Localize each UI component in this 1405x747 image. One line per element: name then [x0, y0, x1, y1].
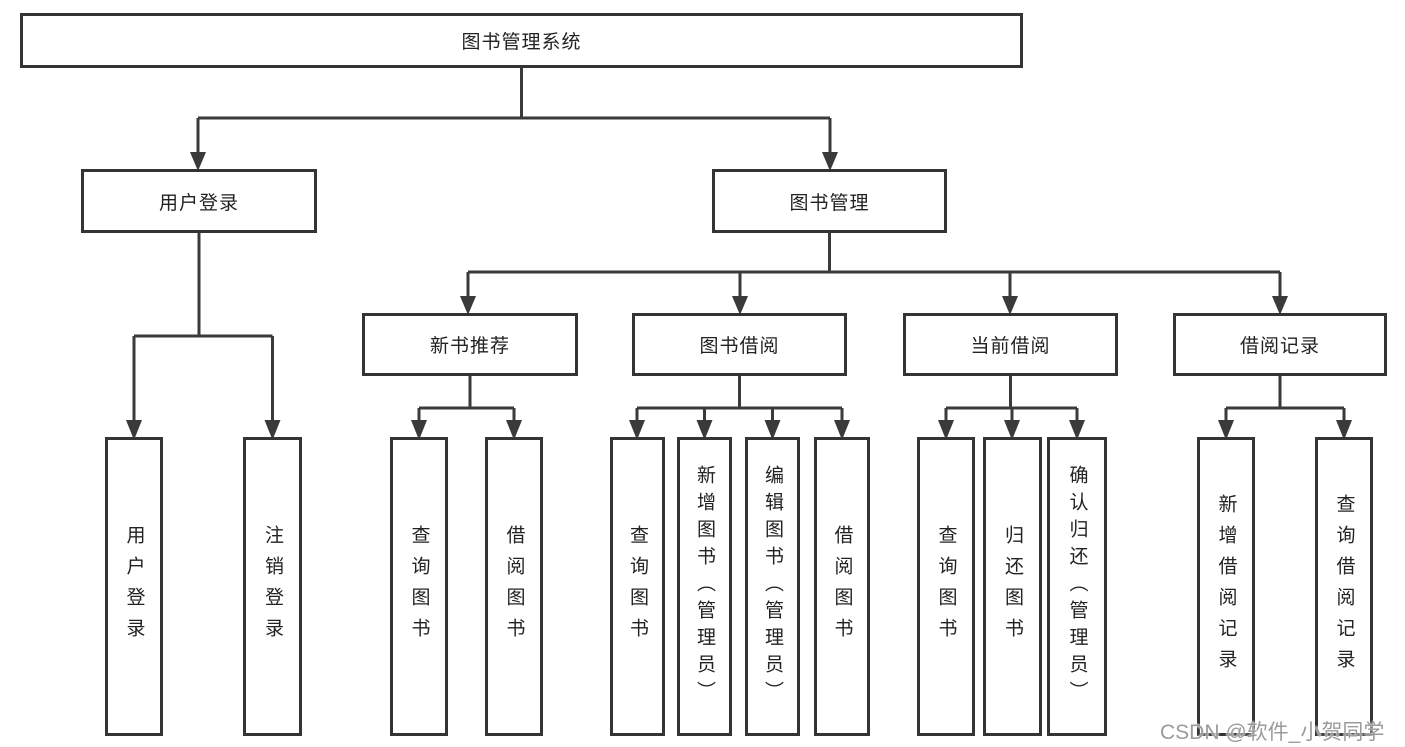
leaf-borrow-books: 借阅图书 [814, 437, 870, 736]
node-new-book-recommend-label: 新书推荐 [429, 336, 510, 357]
node-book-management: 图书管理 [712, 169, 947, 233]
leaf-confirm-return-admin-label: 确认归还（管理员） [1066, 465, 1088, 708]
leaf-query-books-borrow-label: 查询图书 [627, 524, 648, 649]
leaf-query-borrow-record: 查询借阅记录 [1315, 437, 1373, 736]
node-borrow-records: 借阅记录 [1173, 313, 1387, 376]
leaf-add-books-admin-label: 新增图书（管理员） [694, 465, 715, 708]
node-book-management-label: 图书管理 [789, 192, 870, 214]
leaf-query-books-borrow: 查询图书 [610, 437, 665, 736]
leaf-confirm-return-admin: 确认归还（管理员） [1047, 437, 1107, 736]
leaf-query-books-recommend-label: 查询图书 [408, 524, 430, 649]
leaf-borrow-books-recommend-label: 借阅图书 [503, 524, 525, 649]
leaf-user-login-label: 用户登录 [123, 524, 145, 649]
leaf-add-borrow-record: 新增借阅记录 [1197, 437, 1255, 736]
csdn-watermark: CSDN @软件_小贺同学 [1160, 721, 1385, 744]
node-new-book-recommend: 新书推荐 [362, 313, 578, 376]
leaf-query-books-current-label: 查询图书 [935, 524, 957, 649]
leaf-edit-books-admin-label: 编辑图书（管理员） [762, 465, 783, 708]
leaf-borrow-books-recommend: 借阅图书 [485, 437, 543, 736]
leaf-return-books: 归还图书 [983, 437, 1042, 736]
leaf-add-books-admin: 新增图书（管理员） [677, 437, 732, 736]
leaf-user-login: 用户登录 [105, 437, 163, 736]
leaf-edit-books-admin: 编辑图书（管理员） [745, 437, 800, 736]
node-user-login-label: 用户登录 [158, 192, 239, 214]
node-root-label: 图书管理系统 [461, 32, 582, 53]
node-current-borrow: 当前借阅 [903, 313, 1118, 376]
leaf-query-books-recommend: 查询图书 [390, 437, 448, 736]
node-book-borrow: 图书借阅 [632, 313, 847, 376]
leaf-add-borrow-record-label: 新增借阅记录 [1215, 493, 1237, 680]
leaf-query-borrow-record-label: 查询借阅记录 [1333, 493, 1355, 680]
node-book-borrow-label: 图书借阅 [699, 336, 780, 357]
node-current-borrow-label: 当前借阅 [970, 336, 1051, 357]
leaf-return-books-label: 归还图书 [1002, 524, 1023, 649]
node-user-login: 用户登录 [81, 169, 317, 233]
node-root: 图书管理系统 [20, 13, 1023, 68]
node-borrow-records-label: 借阅记录 [1239, 336, 1320, 357]
leaf-query-books-current: 查询图书 [917, 437, 975, 736]
leaf-logout-label: 注销登录 [262, 524, 283, 649]
leaf-borrow-books-label: 借阅图书 [831, 524, 853, 649]
leaf-logout: 注销登录 [243, 437, 302, 736]
